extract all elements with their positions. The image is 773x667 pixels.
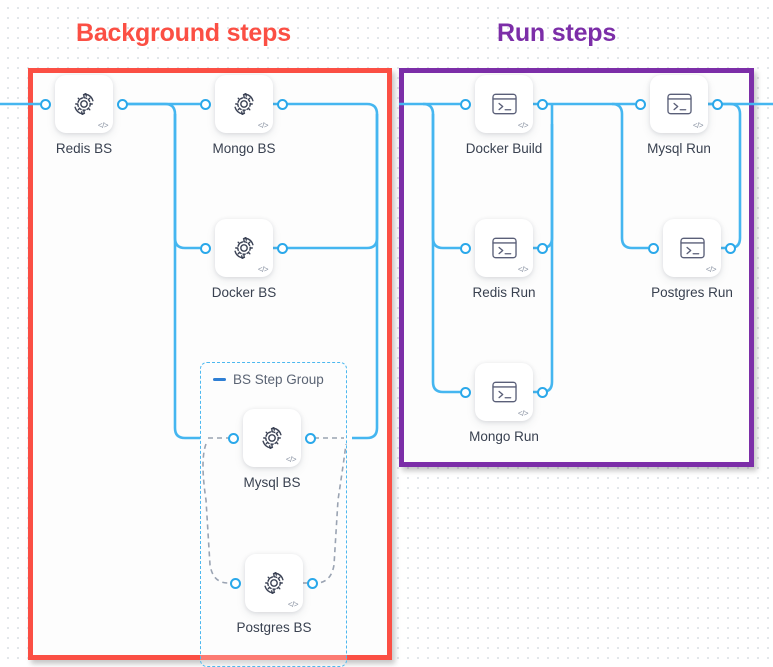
node-postgres-run-output-port[interactable] (725, 242, 736, 254)
node-postgres-bs[interactable]: </> Postgres BS (230, 554, 318, 635)
node-mongo-run-input-port[interactable] (460, 386, 471, 398)
node-postgres-run-input-port[interactable] (648, 242, 659, 254)
code-badge-icon: </> (285, 455, 297, 464)
node-postgres-bs-input-port[interactable] (230, 577, 241, 589)
code-badge-icon: </> (97, 121, 109, 130)
run-steps-title: Run steps (497, 19, 617, 47)
node-mysql-bs-card[interactable]: </> (228, 409, 316, 467)
gear-sync-icon (262, 426, 282, 450)
code-badge-icon: </> (257, 265, 269, 274)
node-redis-run-output-port[interactable] (537, 242, 548, 254)
node-docker-build-output-port[interactable] (537, 98, 548, 110)
node-mysql-bs[interactable]: </> Mysql BS (228, 409, 316, 490)
bs-step-group-header[interactable]: BS Step Group (201, 363, 346, 387)
node-mysql-run-input-port[interactable] (635, 98, 646, 110)
bs-step-group-label: BS Step Group (233, 372, 324, 387)
node-docker-bs-label: Docker BS (211, 285, 277, 300)
node-mongo-run-label: Mongo Run (469, 429, 539, 444)
node-mongo-run-output-port[interactable] (537, 386, 548, 398)
node-mongo-run[interactable]: </> Mongo Run (460, 363, 548, 444)
code-badge-icon: </> (705, 265, 717, 274)
node-postgres-run-label: Postgres Run (651, 285, 733, 300)
node-docker-build-card[interactable]: </> (460, 75, 548, 133)
gear-sync-icon (74, 92, 94, 116)
code-badge-icon: </> (692, 121, 704, 130)
node-mysql-bs-output-port[interactable] (305, 432, 316, 444)
node-postgres-run-card[interactable]: </> (648, 219, 736, 277)
node-redis-bs-input-port[interactable] (40, 98, 51, 110)
node-redis-run-card[interactable]: </> (460, 219, 548, 277)
terminal-icon (491, 93, 517, 115)
terminal-icon (491, 237, 517, 259)
node-mysql-run-label: Mysql Run (647, 141, 711, 156)
node-postgres-bs-label: Postgres BS (236, 620, 312, 635)
node-mysql-run-output-port[interactable] (712, 98, 723, 110)
node-redis-bs-label: Redis BS (55, 141, 113, 156)
node-redis-run[interactable]: </> Redis Run (460, 219, 548, 300)
node-mysql-run[interactable]: </> Mysql Run (635, 75, 723, 156)
background-steps-title: Background steps (76, 19, 291, 47)
node-docker-build-label: Docker Build (465, 141, 543, 156)
code-badge-icon: </> (517, 409, 529, 418)
terminal-icon (679, 237, 705, 259)
gear-sync-icon (234, 92, 254, 116)
node-mongo-run-card[interactable]: </> (460, 363, 548, 421)
node-postgres-bs-output-port[interactable] (307, 577, 318, 589)
node-docker-build-input-port[interactable] (460, 98, 471, 110)
node-mongo-bs-input-port[interactable] (200, 98, 211, 110)
node-redis-bs-card[interactable]: </> (40, 75, 128, 133)
node-mysql-bs-label: Mysql BS (243, 475, 301, 490)
minus-icon[interactable] (213, 378, 226, 381)
code-badge-icon: </> (517, 265, 529, 274)
code-badge-icon: </> (287, 600, 299, 609)
terminal-icon (491, 381, 517, 403)
node-postgres-run[interactable]: </> Postgres Run (648, 219, 736, 300)
node-redis-bs-output-port[interactable] (117, 98, 128, 110)
node-docker-bs[interactable]: </> Docker BS (200, 219, 288, 300)
node-docker-build[interactable]: </> Docker Build (460, 75, 548, 156)
node-redis-run-label: Redis Run (472, 285, 536, 300)
node-docker-bs-input-port[interactable] (200, 242, 211, 254)
node-redis-run-input-port[interactable] (460, 242, 471, 254)
gear-sync-icon (264, 571, 284, 595)
node-redis-bs[interactable]: </> Redis BS (40, 75, 128, 156)
node-mongo-bs-output-port[interactable] (277, 98, 288, 110)
node-mongo-bs-label: Mongo BS (212, 141, 276, 156)
code-badge-icon: </> (257, 121, 269, 130)
node-mongo-bs-card[interactable]: </> (200, 75, 288, 133)
gear-sync-icon (234, 236, 254, 260)
code-badge-icon: </> (517, 121, 529, 130)
node-postgres-bs-card[interactable]: </> (230, 554, 318, 612)
node-docker-bs-card[interactable]: </> (200, 219, 288, 277)
node-mongo-bs[interactable]: </> Mongo BS (200, 75, 288, 156)
node-mysql-bs-input-port[interactable] (228, 432, 239, 444)
terminal-icon (666, 93, 692, 115)
node-docker-bs-output-port[interactable] (277, 242, 288, 254)
node-mysql-run-card[interactable]: </> (635, 75, 723, 133)
